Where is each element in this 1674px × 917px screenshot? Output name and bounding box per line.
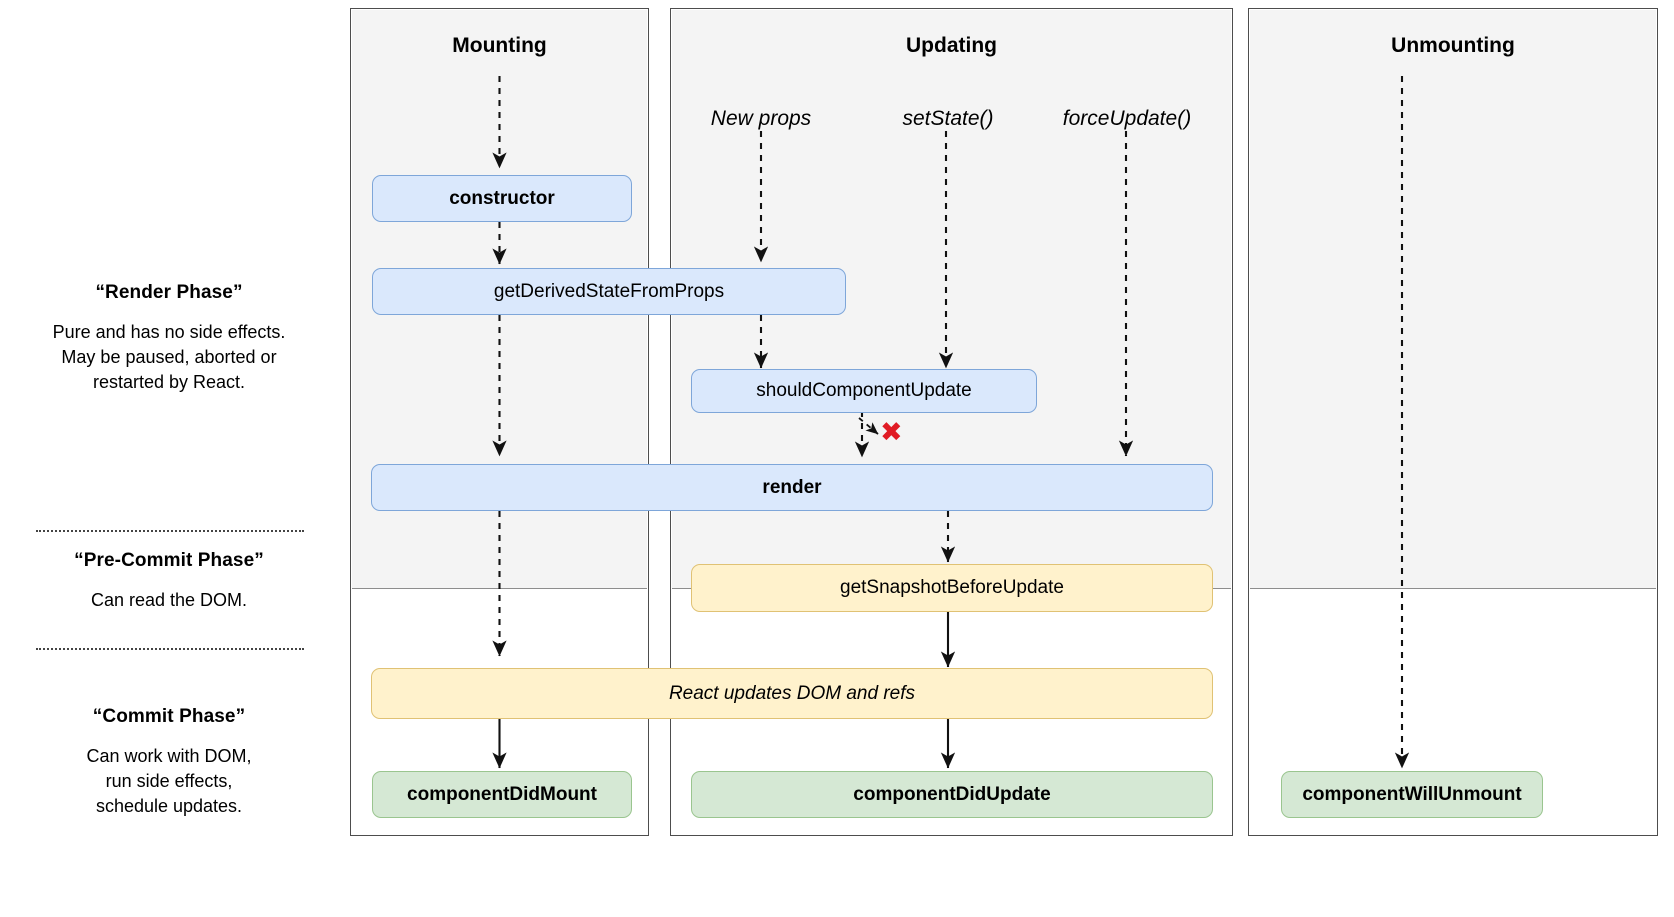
phase-description-commit: Can work with DOM, run side effects, sch… [86, 746, 252, 816]
phase-divider-bottom [36, 648, 304, 650]
phase-block-pre-commit: “Pre-Commit Phase” Can read the DOM. [0, 549, 338, 613]
node-should-component-update[interactable]: shouldComponentUpdate [691, 369, 1037, 413]
node-react-updates-dom-and-refs[interactable]: React updates DOM and refs [371, 668, 1213, 719]
trigger-force-update: forceUpdate() [1062, 107, 1192, 130]
node-component-will-unmount[interactable]: componentWillUnmount [1281, 771, 1543, 818]
node-component-did-mount[interactable]: componentDidMount [372, 771, 632, 818]
phase-block-render: “Render Phase” Pure and has no side effe… [0, 281, 338, 395]
phase-title-render: “Render Phase” [95, 282, 243, 303]
phase-label-column: “Render Phase” Pure and has no side effe… [0, 0, 338, 917]
node-get-derived-state-from-props[interactable]: getDerivedStateFromProps [372, 268, 846, 315]
phase-description-pre-commit: Can read the DOM. [90, 590, 248, 610]
phase-description-render: Pure and has no side effects. May be pau… [52, 322, 286, 392]
phase-block-commit: “Commit Phase” Can work with DOM, run si… [0, 705, 338, 819]
node-render[interactable]: render [371, 464, 1213, 511]
column-unmounting-commit-rule [1250, 588, 1656, 589]
column-title-mounting: Mounting [452, 34, 547, 57]
column-title-unmounting: Unmounting [1391, 34, 1515, 57]
trigger-set-state: setState() [902, 107, 994, 130]
phase-title-pre-commit: “Pre-Commit Phase” [74, 550, 264, 571]
phase-divider-top [36, 530, 304, 532]
node-component-did-update[interactable]: componentDidUpdate [691, 771, 1213, 818]
phase-title-commit: “Commit Phase” [92, 706, 246, 727]
skip-render-x-icon: ✖ [880, 417, 903, 448]
arrow-should-update-skip-branch [858, 417, 879, 435]
node-constructor[interactable]: constructor [372, 175, 632, 222]
trigger-new-props: New props [710, 107, 812, 130]
node-get-snapshot-before-update[interactable]: getSnapshotBeforeUpdate [691, 564, 1213, 612]
column-title-updating: Updating [906, 34, 997, 57]
column-unmounting-render-shade [1250, 10, 1656, 588]
